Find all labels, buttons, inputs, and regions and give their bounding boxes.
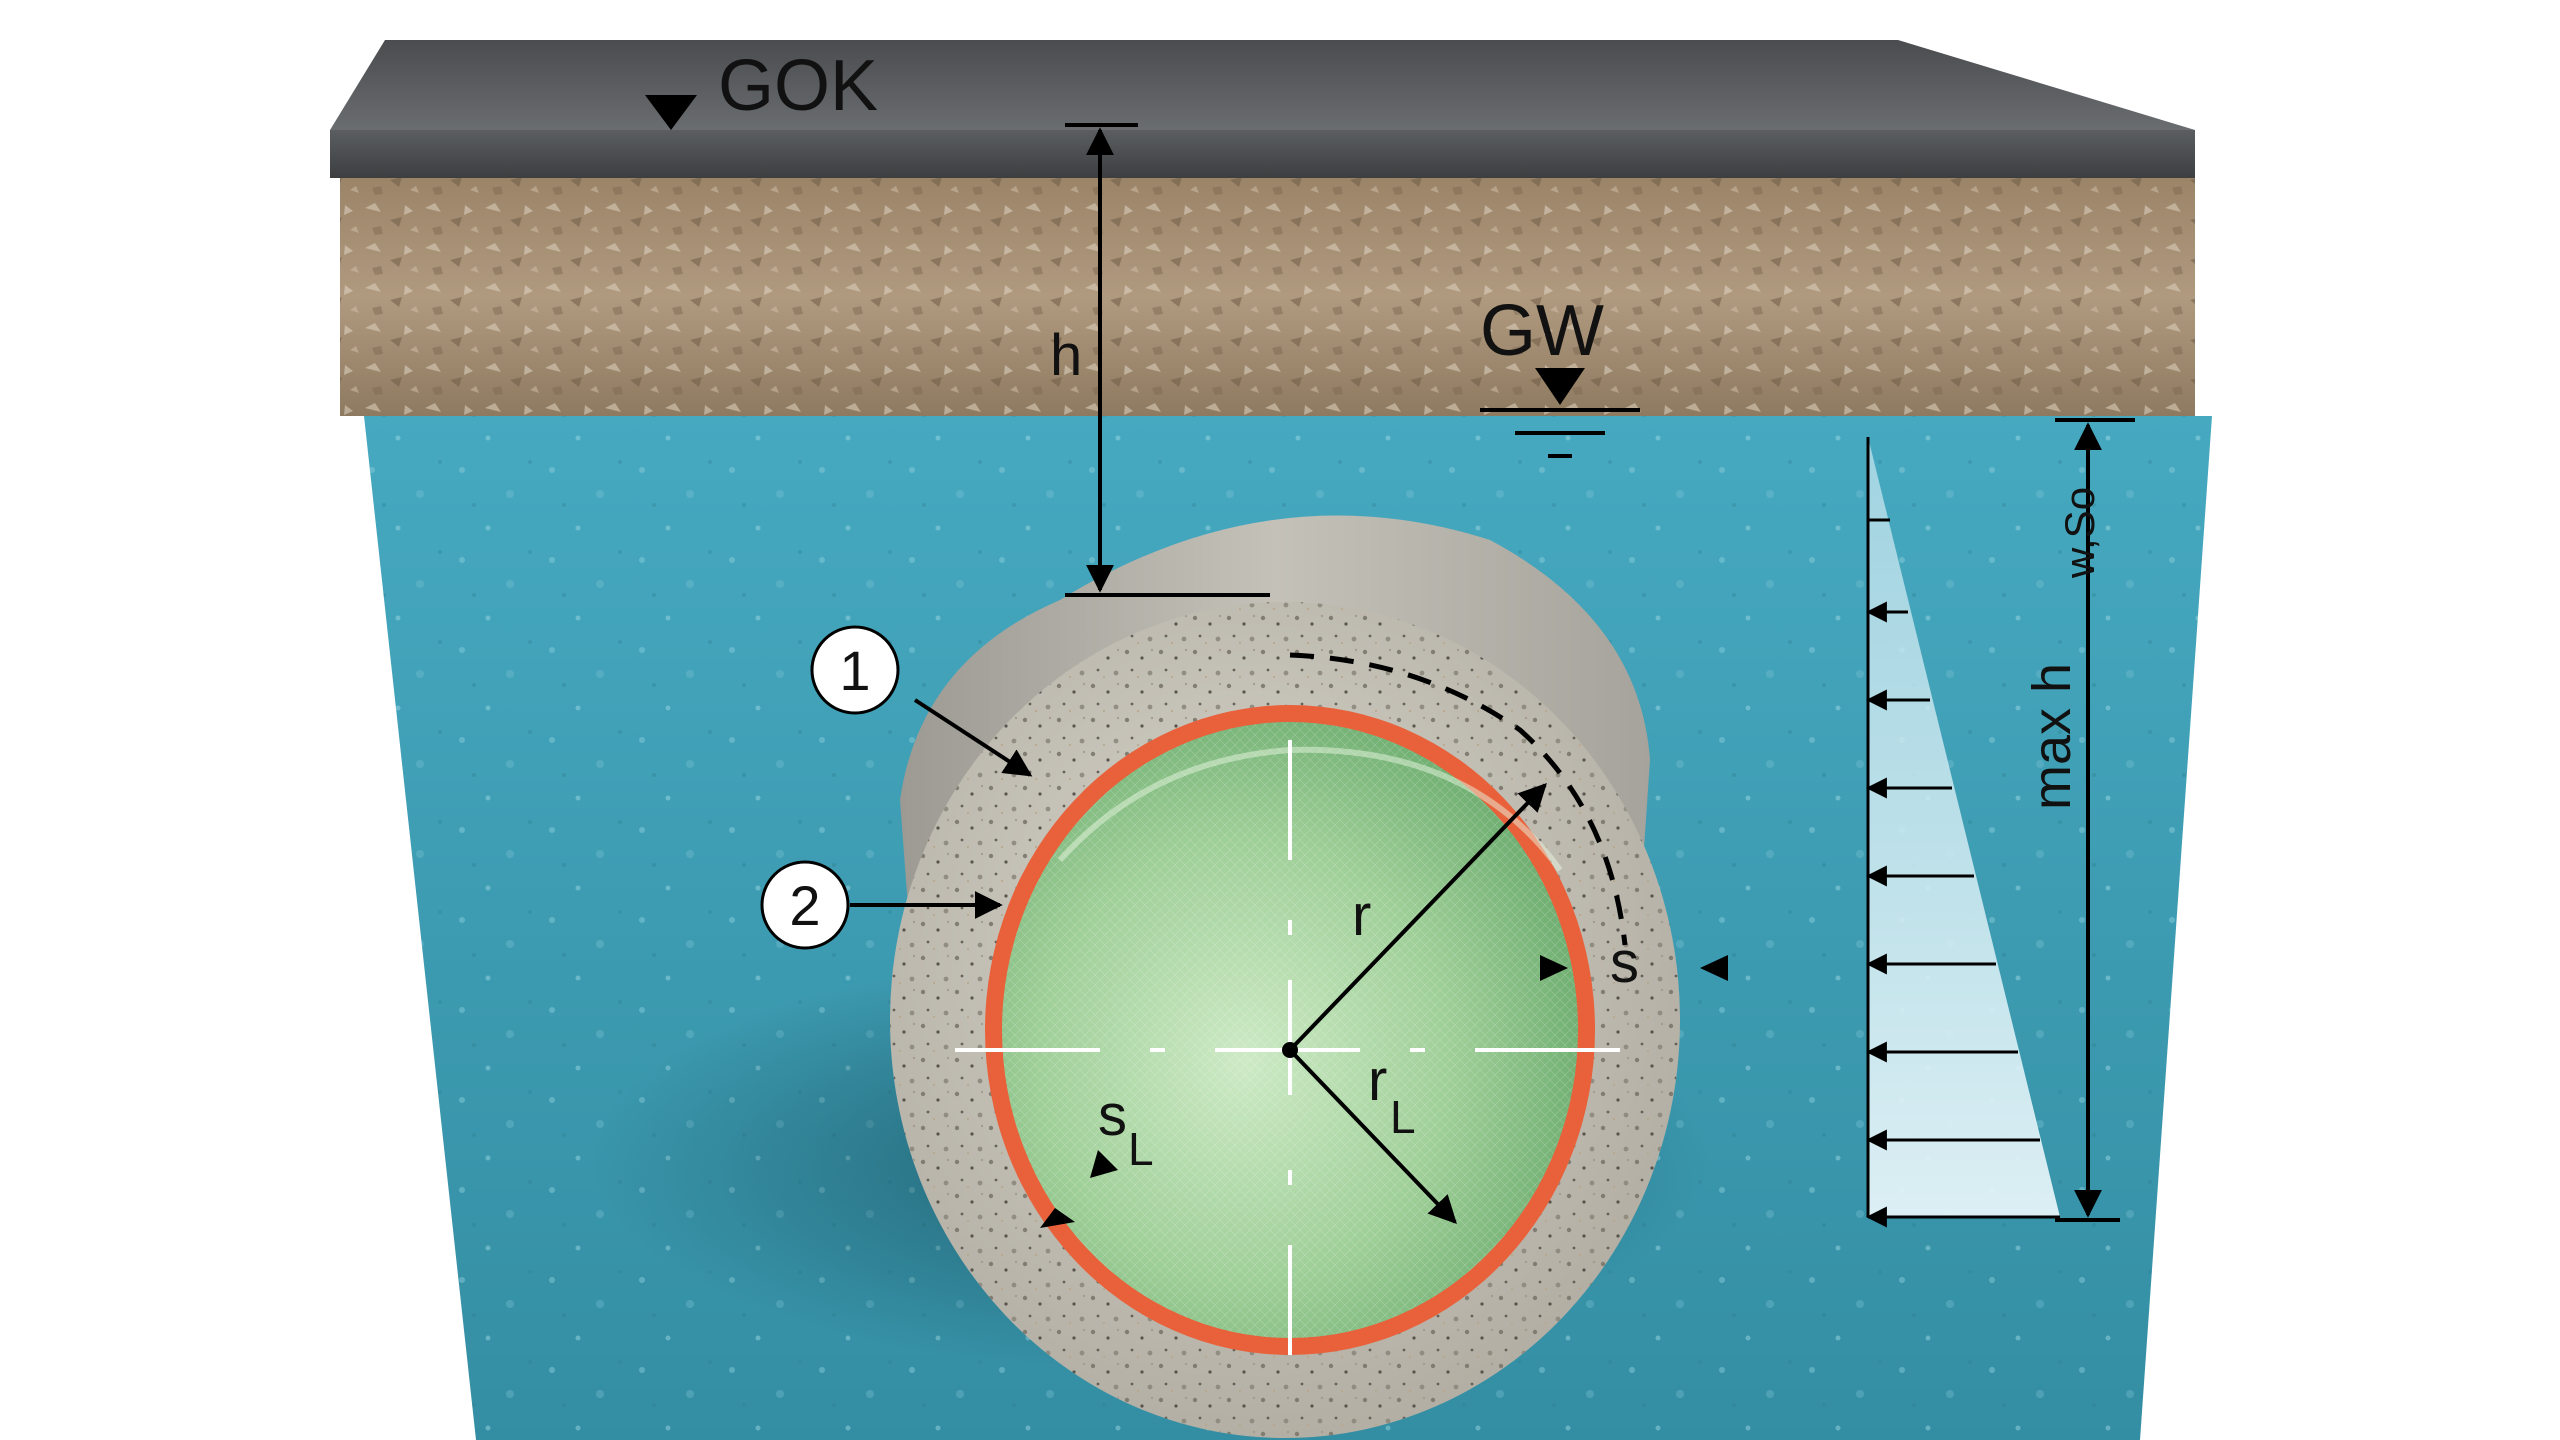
gw-marker: GW [1480, 291, 1640, 458]
center-lines [955, 740, 1620, 1355]
gravel-layer [340, 178, 2195, 416]
rl-label-main: r [1368, 1048, 1387, 1113]
radius-r-line [1288, 782, 1547, 1052]
callout-1-label: 1 [839, 639, 870, 702]
r-label: r [1352, 883, 1371, 948]
h-label: h [1050, 323, 1082, 388]
gok-marker: GOK [645, 46, 878, 130]
callout-1: 1 [810, 625, 1033, 777]
max-hw-label-main: max h [2022, 663, 2082, 810]
callout-2-label: 2 [789, 874, 820, 937]
lining-dashed-arc [1289, 652, 1628, 946]
thickness-s-markers [1540, 955, 1728, 981]
radius-rl-line [1288, 1048, 1457, 1225]
gw-label: GW [1480, 291, 1604, 371]
max-hw-label-sub: w,So [2056, 487, 2103, 579]
sl-label-sub: L [1128, 1123, 1154, 1175]
s-label: s [1610, 930, 1639, 995]
thickness-sl-markers [1040, 1150, 1118, 1228]
water-pressure-diagram [1865, 418, 2135, 1228]
callout-2: 2 [760, 860, 1003, 950]
rl-label: r L [1368, 1048, 1416, 1143]
cover-depth-h-dimension [1065, 123, 1270, 597]
sl-label-main: s [1098, 1083, 1127, 1148]
gok-label: GOK [718, 46, 878, 126]
sl-label: s L [1098, 1083, 1154, 1175]
rl-label-sub: L [1390, 1091, 1416, 1143]
max-hw-label: max h w,So [2022, 487, 2103, 810]
asphalt-layer [330, 40, 2195, 178]
